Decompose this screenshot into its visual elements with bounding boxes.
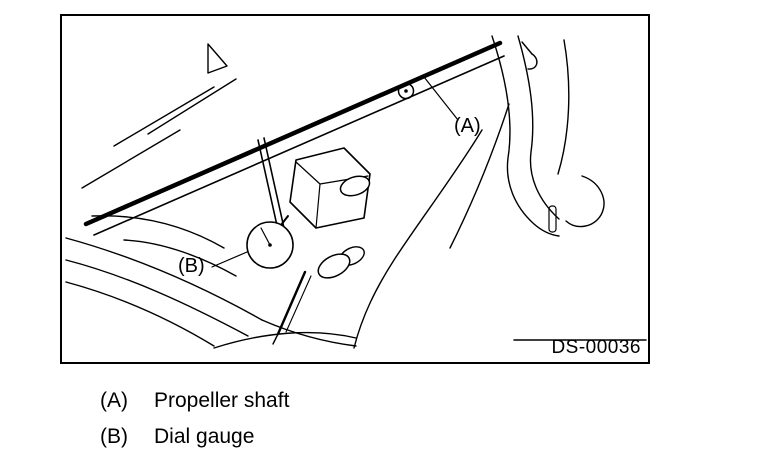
legend-label-b: Dial gauge (154, 425, 255, 448)
body-panel-lines (491, 35, 605, 237)
leader-line-b (211, 251, 248, 268)
dial-gauge-assembly (246, 137, 371, 345)
propeller-shaft-line (83, 40, 505, 236)
callout-a-label: (A) (454, 115, 481, 137)
legend-key-a: (A) (100, 389, 128, 412)
figure-frame: (A) (B) DS-00036 (60, 14, 650, 364)
legend-item-b: (B) Dial gauge (100, 425, 289, 449)
figure-legend: (A) Propeller shaft (B) Dial gauge (100, 389, 289, 461)
figure-code: DS-00036 (551, 337, 641, 358)
exhaust-pipe-lines (65, 215, 357, 349)
body-crease-lines (81, 43, 237, 189)
legend-label-a: Propeller shaft (154, 389, 290, 412)
figure-drawing (65, 35, 647, 349)
callout-b-label: (B) (178, 255, 205, 277)
legend-key-b: (B) (100, 425, 128, 448)
tunnel-lines (353, 103, 510, 349)
leader-line-a (423, 76, 459, 121)
legend-item-a: (A) Propeller shaft (100, 389, 289, 413)
flange-bolt (397, 82, 415, 100)
